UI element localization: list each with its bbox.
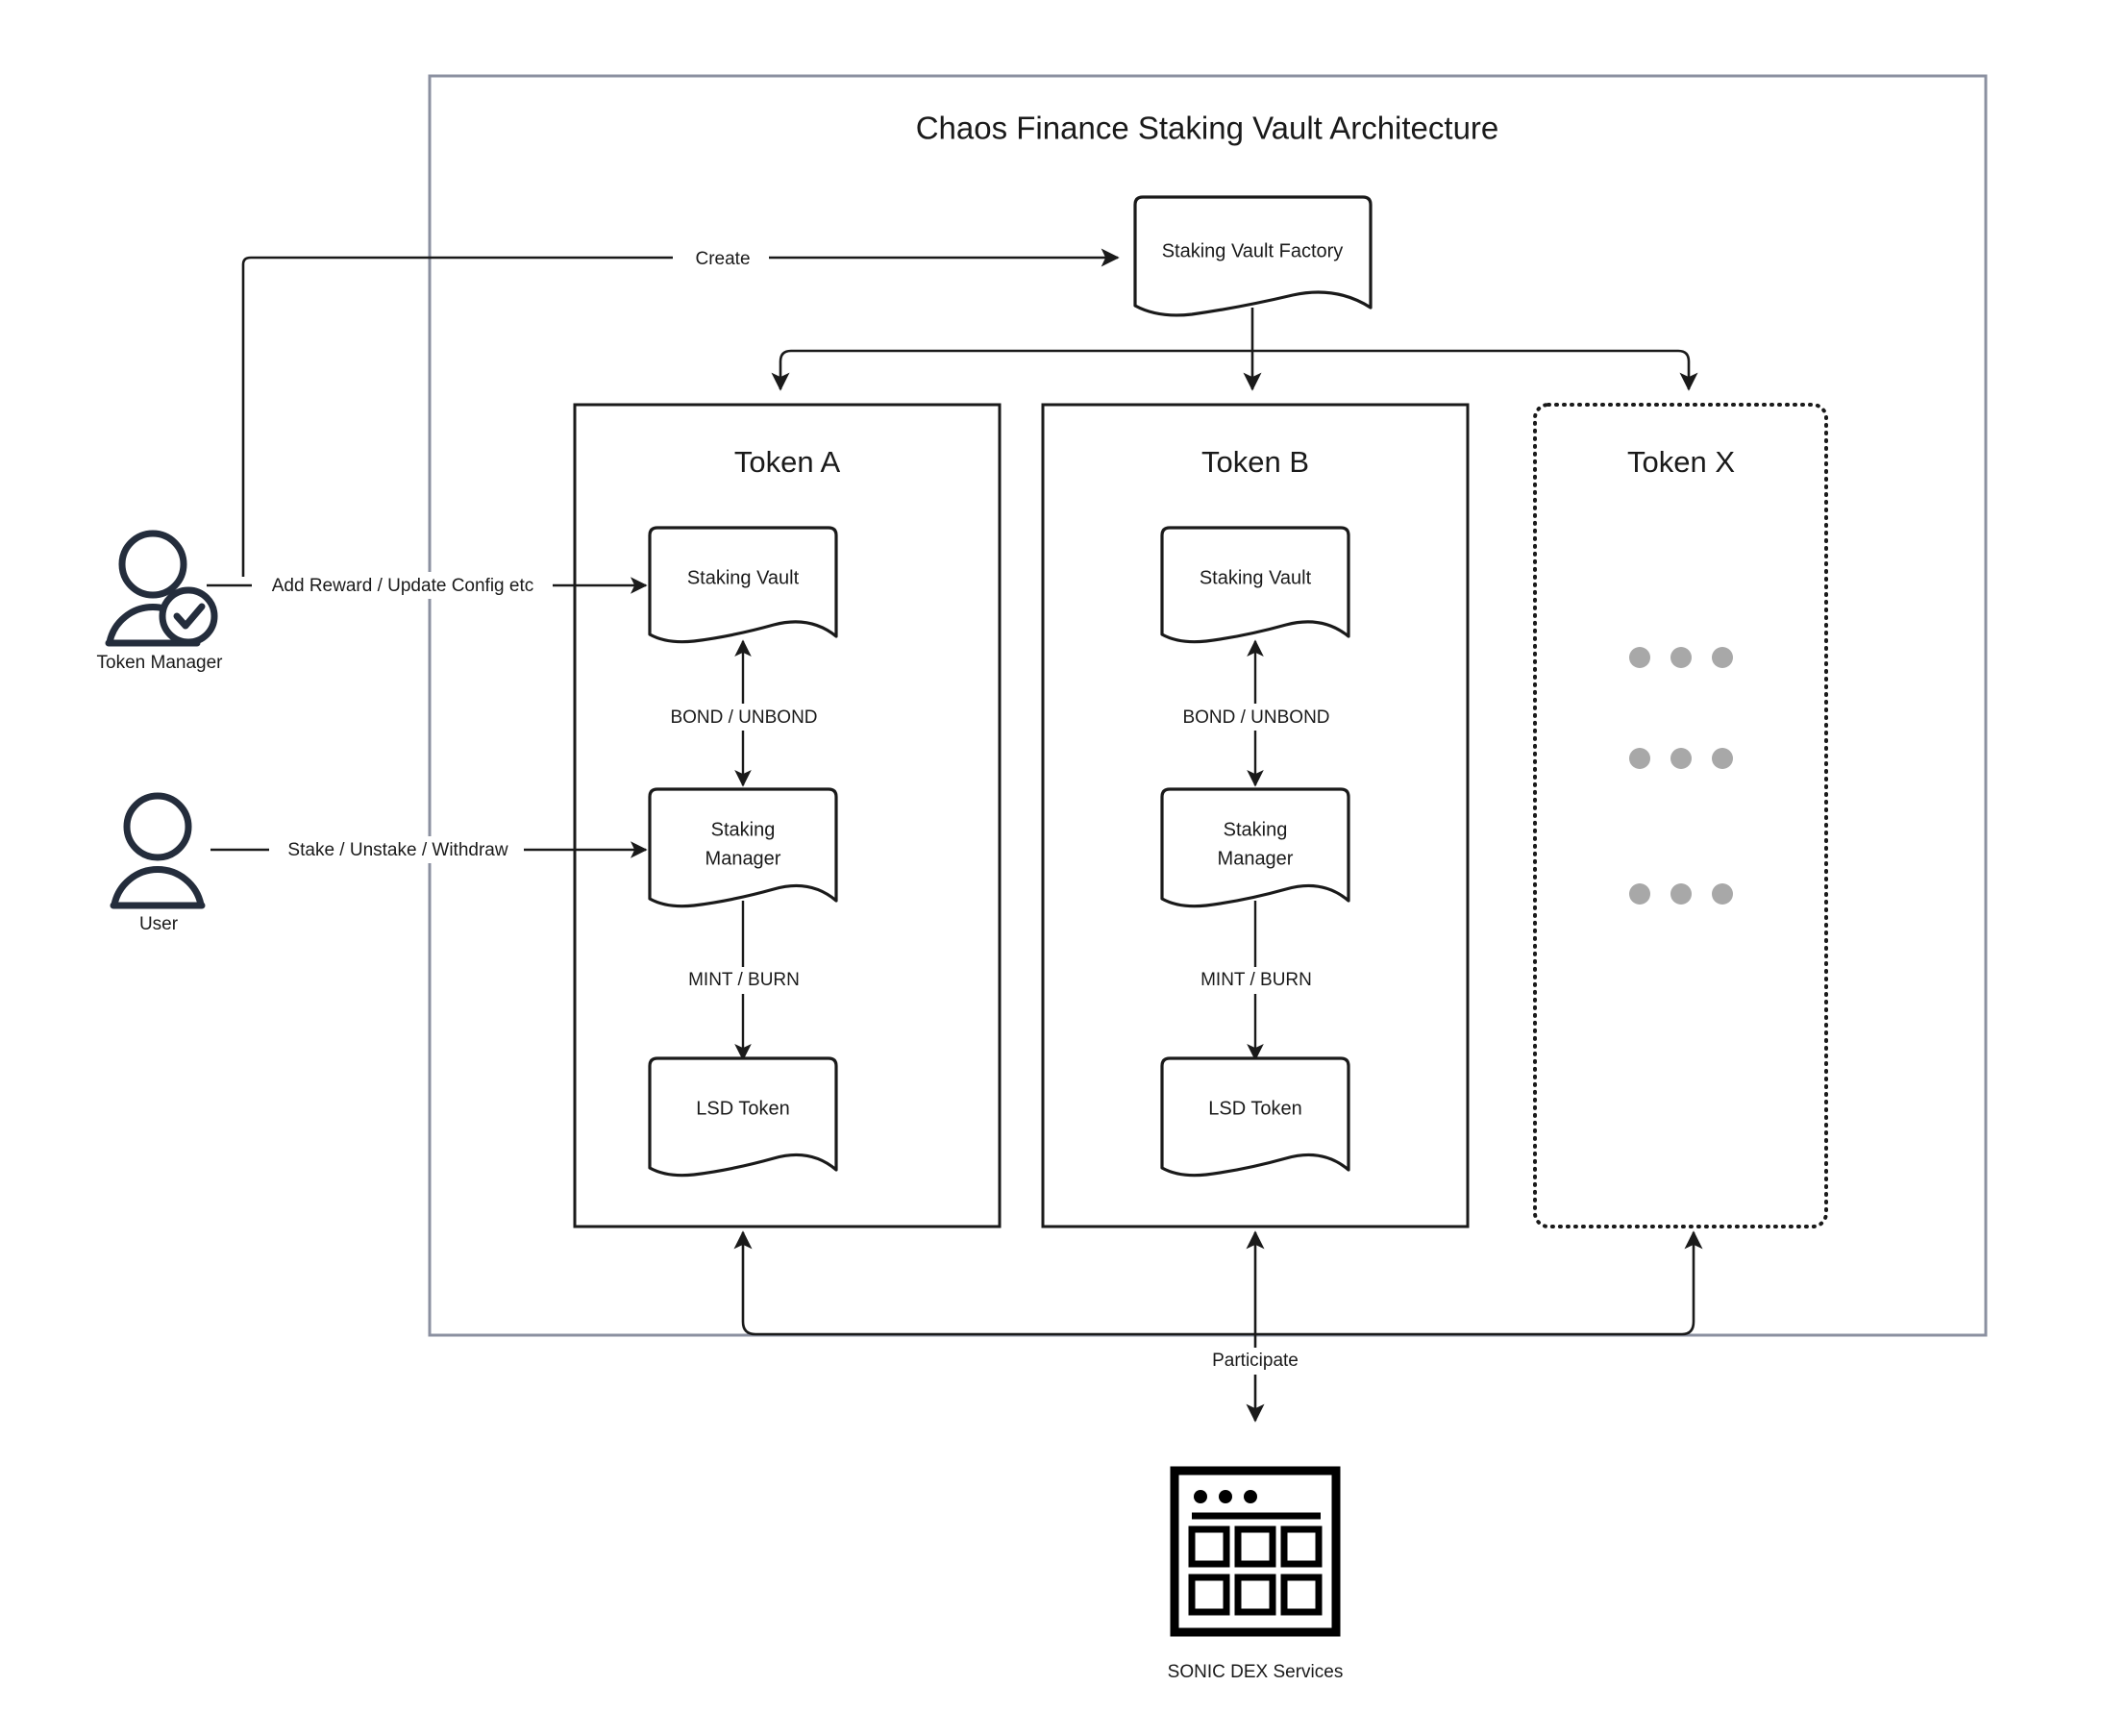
window-dot	[1194, 1490, 1207, 1503]
node-token-a-staking-manager-label-2: Manager	[705, 848, 781, 869]
edge-create	[241, 248, 1120, 577]
user-icon-body	[111, 866, 205, 908]
column-token-b-title: Token B	[1201, 445, 1309, 479]
user-check-icon-badge	[159, 586, 218, 646]
placeholder-dot	[1629, 647, 1650, 668]
column-token-a-title: Token A	[734, 445, 841, 479]
edge-participate-label-bg	[1192, 1348, 1320, 1375]
edge-token-a-bond-label-bg	[663, 704, 825, 731]
window-dot	[1219, 1490, 1232, 1503]
grid-tile	[1234, 1525, 1276, 1568]
placeholder-dot	[1712, 647, 1733, 668]
check-icon	[173, 603, 206, 630]
node-token-a-lsd-token[interactable]	[648, 1056, 838, 1178]
placeholder-dot	[1712, 748, 1733, 769]
column-token-x-title: Token X	[1627, 445, 1735, 479]
edge-token-b-bond-label: BOND / UNBOND	[1182, 707, 1329, 728]
edge-create-label: Create	[695, 249, 750, 269]
user-icon-head	[123, 792, 192, 861]
node-token-b-staking-vault-label: Staking Vault	[1200, 567, 1312, 588]
edge-factory-to-token-x	[1252, 349, 1698, 391]
edge-token-a-bond-label: BOND / UNBOND	[670, 707, 817, 728]
node-token-b-staking-manager[interactable]	[1160, 787, 1350, 908]
edge-participate-bus	[733, 1230, 1703, 1336]
edge-user-action-label-bg	[269, 836, 524, 863]
placeholder-dot	[1712, 883, 1733, 905]
placeholder-dot	[1670, 883, 1692, 905]
actor-token-manager[interactable]	[105, 530, 218, 647]
node-token-b-lsd-token-label: LSD Token	[1208, 1098, 1301, 1119]
node-staking-vault-factory-label: Staking Vault Factory	[1162, 240, 1344, 261]
external-service-label: SONIC DEX Services	[1168, 1662, 1344, 1682]
actor-user[interactable]	[110, 792, 206, 909]
token-x-placeholder-row-3	[1629, 883, 1733, 905]
edge-token-a-mint-label-bg	[673, 967, 815, 994]
placeholder-dot	[1629, 748, 1650, 769]
window-dot	[1244, 1490, 1257, 1503]
placeholder-dot	[1670, 647, 1692, 668]
page-title: Chaos Finance Staking Vault Architecture	[916, 111, 1499, 146]
edge-token-b-bond-label-bg	[1175, 704, 1337, 731]
token-x-placeholder-row-1	[1629, 647, 1733, 668]
edge-factory-to-token-a	[771, 349, 1252, 391]
actor-user-label: User	[139, 914, 179, 934]
edge-participate-label: Participate	[1212, 1351, 1299, 1371]
user-check-icon-head	[118, 530, 187, 599]
grid-tile	[1188, 1525, 1230, 1568]
grid-tile	[1188, 1574, 1230, 1616]
node-token-a-staking-manager-label-1: Staking	[711, 819, 776, 840]
column-token-x	[1533, 403, 1828, 1228]
edge-create-label-bg	[673, 243, 769, 272]
node-token-b-staking-vault[interactable]	[1160, 526, 1350, 644]
node-staking-vault-factory[interactable]	[1133, 195, 1373, 317]
grid-tile	[1280, 1574, 1323, 1616]
placeholder-dot	[1629, 883, 1650, 905]
token-x-placeholder-row-2	[1629, 748, 1733, 769]
edge-user-action-label: Stake / Unstake / Withdraw	[287, 840, 507, 860]
actor-token-manager-label: Token Manager	[97, 653, 224, 673]
edge-manager-action-label-bg	[252, 572, 553, 599]
edge-token-b-mint-label: MINT / BURN	[1200, 970, 1312, 990]
grid-tile	[1234, 1574, 1276, 1616]
node-token-a-staking-vault-label: Staking Vault	[687, 567, 800, 588]
node-token-a-lsd-token-label: LSD Token	[696, 1098, 789, 1119]
node-token-a-staking-manager[interactable]	[648, 787, 838, 908]
placeholder-dot	[1670, 748, 1692, 769]
grid-tile	[1280, 1525, 1323, 1568]
external-service-sonic-dex[interactable]	[1170, 1466, 1341, 1637]
edge-manager-action-label: Add Reward / Update Config etc	[272, 576, 534, 596]
node-token-b-staking-manager-label-2: Manager	[1218, 848, 1294, 869]
edge-token-a-mint-label: MINT / BURN	[688, 970, 800, 990]
node-token-a-staking-vault[interactable]	[648, 526, 838, 644]
node-token-b-staking-manager-label-1: Staking	[1224, 819, 1288, 840]
node-token-b-lsd-token[interactable]	[1160, 1056, 1350, 1178]
edge-token-b-mint-label-bg	[1185, 967, 1327, 994]
